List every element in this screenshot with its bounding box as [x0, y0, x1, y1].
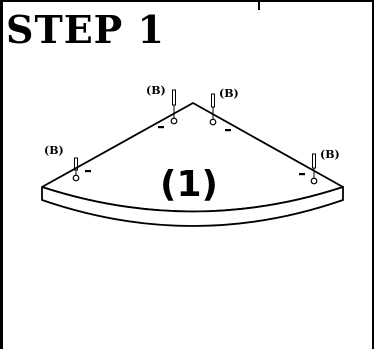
screw-left: (B) [44, 144, 91, 182]
step-title: STEP 1 [6, 7, 165, 52]
screw-right: (B) [299, 148, 340, 185]
panel-divider-tick [258, 0, 260, 10]
screw-top-left: (B) [146, 84, 178, 129]
screw-label-top-left: (B) [146, 84, 166, 97]
screw-label-left: (B) [44, 144, 64, 157]
part-number-label: (1) [160, 164, 218, 205]
screw-label-right: (B) [320, 148, 340, 161]
panel-border-left [0, 0, 3, 349]
panel-border-right [372, 0, 374, 349]
panel-border-top [0, 0, 374, 2]
corner-shelf-edge [41, 186, 344, 227]
screw-top-right: (B) [209, 87, 239, 132]
screw-label-top-right: (B) [219, 87, 239, 100]
